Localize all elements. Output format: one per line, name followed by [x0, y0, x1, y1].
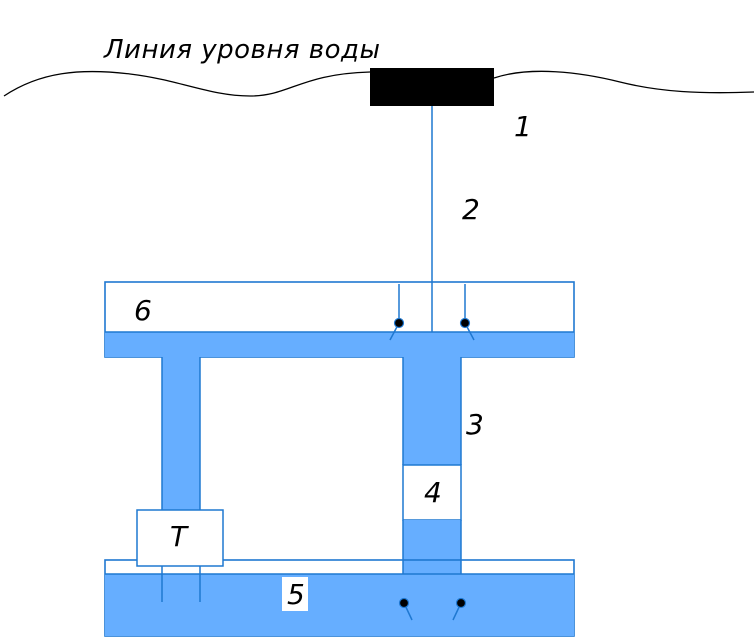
- label-5-background: [282, 577, 308, 611]
- valve-upper-right-icon: [459, 317, 471, 329]
- valve-upper-left-icon: [393, 317, 405, 329]
- upper-tank-water: [105, 332, 574, 357]
- water-level-label: Линия уровня воды: [103, 35, 381, 65]
- right-pipe-lower-water: [403, 520, 461, 576]
- right-pipe: [403, 357, 461, 465]
- lower-tank-water: [105, 574, 574, 636]
- water-level-line: [3, 70, 754, 97]
- left-pipe: [162, 357, 200, 511]
- turbine-box: [136, 509, 224, 567]
- valve-lower-left-icon: [398, 597, 410, 609]
- label-2: 2: [462, 193, 480, 226]
- valve-lower-right-icon: [455, 597, 467, 609]
- float-block: [370, 68, 494, 106]
- label-3: 3: [466, 408, 484, 441]
- label-5: 5: [287, 578, 305, 611]
- label-1: 1: [514, 110, 532, 143]
- label-4: 4: [424, 476, 442, 509]
- label-6: 6: [134, 294, 152, 327]
- label-turbine: T: [170, 520, 189, 553]
